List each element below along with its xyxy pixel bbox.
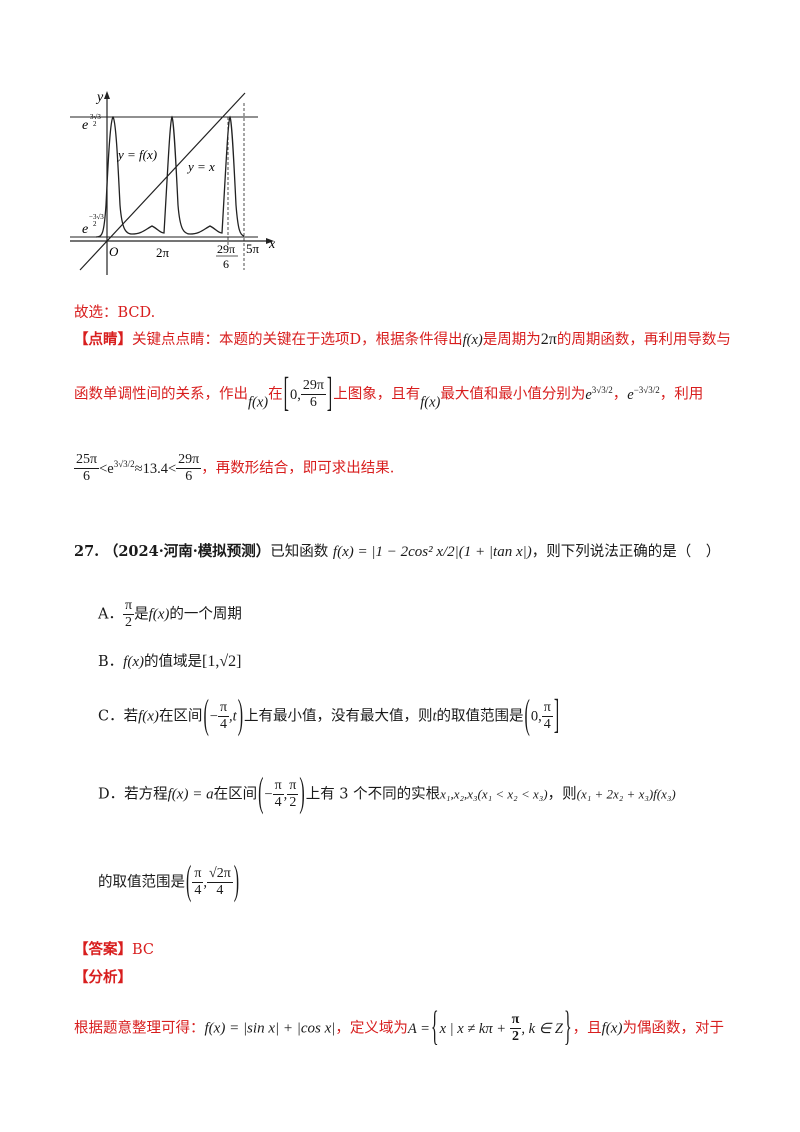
option-b: B．f(x)的值域是[1,√2] [98,653,242,670]
curve-yx-label: y = x [186,159,215,174]
tick-2pi: 2π [156,245,170,260]
tip-fx: f(x) [462,332,483,348]
origin-label: O [109,244,119,259]
upper-e-label: e [82,118,88,133]
x-axis-arrow [266,238,274,244]
curve-fx-label: y = f(x) [116,147,157,162]
lower-e-label: e [82,222,88,237]
previous-answer: 故选：BCD. [74,305,156,321]
function-graph: y x O 2π 29π 6 5π e 3√3 2 e −3√3 2 y = f… [70,90,276,275]
tip-e-max: e3√3/2 [585,384,613,403]
tick-5pi: 5π [246,241,260,256]
lower-e-exp: −3√3 [89,213,104,221]
tip-2pi: 2π [540,331,557,348]
tip-e-min: e−3√3/2 [627,384,660,403]
y-axis-arrow [104,91,110,99]
question-number: 27. [74,543,100,560]
analysis-line: 根据题意整理可得：f(x) = |sin x| + |cos x|，定义域为A … [74,1005,724,1050]
answer-value: BC [132,942,155,958]
tip-line-1: 【点睛】关键点点睛：本题的关键在于选项D，根据条件得出f(x)是周期为2π的周期… [74,331,731,348]
question-source: （2024·河南·模拟预测） [103,543,271,560]
curve-fx [95,115,245,238]
tip-fx-2: f(x) [248,394,269,411]
tip-fx-3: f(x) [420,394,441,411]
tick-29pi-num: 29π [217,242,235,256]
analysis-tag: 【分析】 [74,969,132,986]
tick-29pi-den: 6 [223,257,229,271]
question-formula: f(x) = |1 − 2cos² x/2|(1 + |tan x|) [332,544,532,560]
lower-e-exp-den: 2 [93,220,97,228]
x-axis-label: x [268,237,276,252]
question-27-stem: 27. （2024·河南·模拟预测）已知函数 f(x) = |1 − 2cos²… [74,543,721,560]
upper-e-exp-den: 2 [93,120,97,128]
line-y-equals-x [79,92,246,271]
upper-e-exp: 3√3 [90,113,101,121]
tip-tag: 【点睛】 [74,331,132,348]
answer: 【答案】BC [74,941,155,958]
y-axis-label: y [95,90,104,105]
